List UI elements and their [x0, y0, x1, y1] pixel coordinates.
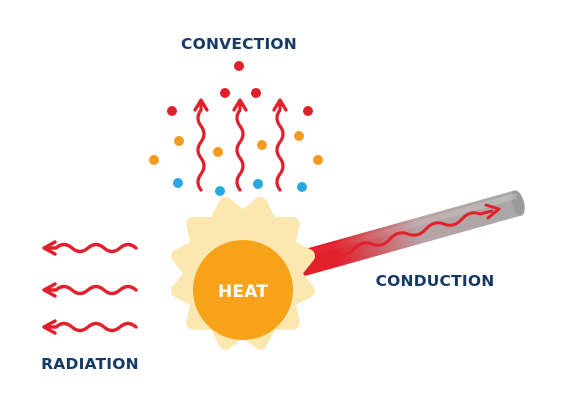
- heat-label: HEAT: [218, 282, 268, 302]
- wavy-arrow-icon: [42, 319, 138, 335]
- wavy-arrow-icon: [272, 98, 288, 192]
- particle-dot-icon: [297, 182, 307, 192]
- wavy-arrow-icon: [42, 240, 138, 256]
- particle-dot-icon: [257, 140, 267, 150]
- particle-dot-icon: [303, 106, 313, 116]
- particle-dot-icon: [174, 136, 184, 146]
- particle-dot-icon: [253, 179, 263, 189]
- particle-dot-icon: [213, 147, 223, 157]
- wavy-arrow-icon: [316, 203, 501, 261]
- particle-dot-icon: [173, 178, 183, 188]
- wavy-arrow-icon: [232, 98, 248, 192]
- radiation-label: RADIATION: [41, 355, 139, 373]
- convection-arrows: [193, 98, 288, 192]
- wavy-arrow-icon: [193, 98, 209, 192]
- particle-dot-icon: [215, 186, 225, 196]
- particle-dot-icon: [167, 106, 177, 116]
- radiation-arrows: [42, 240, 138, 335]
- particle-dot-icon: [220, 88, 230, 98]
- conduction-label: CONDUCTION: [376, 272, 495, 290]
- particle-dot-icon: [251, 88, 261, 98]
- convection-particles: [149, 61, 323, 196]
- particle-dot-icon: [149, 155, 159, 165]
- wavy-arrow-icon: [42, 282, 138, 298]
- convection-label: CONVECTION: [181, 35, 297, 53]
- heat-sun-icon: [171, 197, 315, 350]
- particle-dot-icon: [294, 131, 304, 141]
- particle-dot-icon: [313, 155, 323, 165]
- particle-dot-icon: [234, 61, 244, 71]
